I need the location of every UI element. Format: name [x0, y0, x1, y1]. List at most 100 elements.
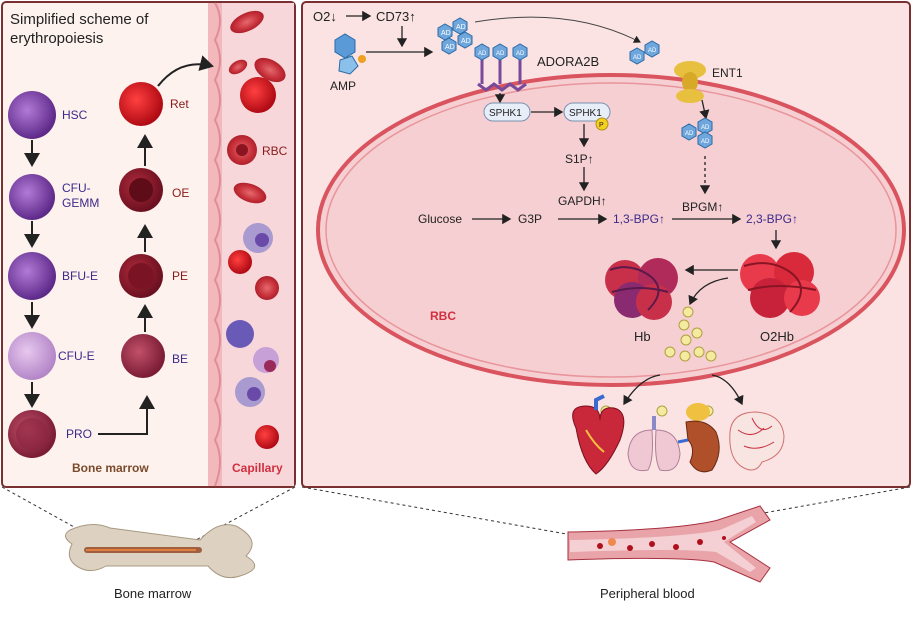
kidney-icon — [677, 403, 720, 473]
cfu-e-cell — [8, 332, 56, 380]
ad-label: AD — [445, 44, 455, 51]
ad-molecule — [644, 40, 660, 58]
capillary-reticulocyte — [240, 77, 276, 113]
cfu-gemm-cell — [9, 174, 55, 220]
arrow-to-brain — [711, 374, 744, 406]
hb-label: Hb — [634, 329, 651, 344]
adora2b-label: ADORA2B — [537, 54, 599, 69]
sphk1-p-label: SPHK1 — [569, 108, 602, 119]
ret-label: Ret — [170, 97, 189, 111]
cfu-e-label: CFU-E — [58, 349, 95, 363]
brain-icon — [729, 411, 785, 471]
blood-vessel-icon — [567, 505, 771, 583]
rbc-membrane-inner — [325, 82, 897, 378]
o2hb-label: O2Hb — [760, 329, 794, 344]
bone-marrow-region-label: Bone marrow — [72, 461, 149, 475]
capillary-leukocyte-nucleus — [255, 233, 269, 247]
amp-ribose-shape — [338, 55, 359, 75]
g3p-label: G3P — [518, 212, 542, 226]
gapdh-label: GAPDH↑ — [558, 194, 607, 208]
ad-label: AD — [478, 51, 487, 57]
bfu-e-label: BFU-E — [62, 269, 98, 283]
hsc-cell — [8, 91, 56, 139]
arrow-pro-be — [98, 395, 155, 435]
ad-label: AD — [648, 48, 657, 54]
capillary-rbc — [228, 59, 248, 75]
arrow-ent1-adenosine — [699, 99, 710, 120]
ad-label: AD — [701, 139, 710, 145]
pro-label: PRO — [66, 427, 92, 441]
lungs-icon — [627, 416, 681, 472]
phosphate-circle — [595, 117, 609, 131]
left-title-line1: Simplified scheme of — [10, 11, 149, 28]
hsc-label: HSC — [62, 108, 88, 122]
capillary-leukocyte — [226, 320, 254, 348]
ad-label: AD — [461, 38, 471, 45]
capillary-leukocyte-nucleus — [247, 387, 261, 401]
capillary-rbc — [228, 250, 252, 274]
capillary-region-label: Capillary — [232, 461, 283, 475]
oe-nucleus — [129, 178, 153, 202]
ent1-transporter — [674, 61, 706, 103]
capillary-rbc — [233, 182, 267, 204]
arrow-adenosine-ent1 — [474, 16, 641, 43]
arrow-to-heart — [623, 374, 661, 406]
zoom-line-right-1 — [301, 486, 601, 541]
o2-decrease-label: O2↓ — [313, 9, 337, 24]
capillary-rbc — [254, 57, 286, 83]
pro-nucleus — [16, 418, 48, 450]
arrow-o2-release — [688, 277, 729, 306]
ad-label: AD — [701, 125, 710, 131]
capillary-rbc — [255, 276, 279, 300]
adenosine-cluster-inside — [681, 117, 713, 149]
ent1-label: ENT1 — [712, 66, 743, 80]
amp-label: AMP — [330, 79, 356, 93]
capillary-rbc — [230, 10, 264, 34]
be-label: BE — [172, 352, 188, 366]
pe-nucleus — [128, 263, 154, 289]
rbc-membrane — [316, 73, 906, 387]
bone-marrow-caption: Bone marrow — [114, 586, 192, 601]
o2hb-protein — [740, 252, 820, 318]
bpgm-label: BPGM↑ — [682, 200, 723, 214]
ad-label: AD — [633, 55, 642, 61]
rbc-cell-label: RBC — [430, 309, 456, 323]
capillary-leukocyte-nucleus — [264, 360, 276, 372]
sphk1-p-box — [563, 102, 611, 122]
ad-label: AD — [441, 30, 451, 37]
ad-molecule — [629, 47, 645, 65]
cd73-label: CD73↑ — [376, 9, 416, 24]
oe-label: OE — [172, 186, 189, 200]
sphk1-box — [483, 102, 531, 122]
ad-label: AD — [685, 131, 694, 137]
amp-purine-shape — [334, 33, 356, 59]
o2-to-lung — [656, 405, 668, 417]
pe-label: PE — [172, 269, 188, 283]
capillary-rbc-label: RBC — [262, 144, 288, 158]
ad-label: AD — [496, 51, 505, 57]
capillary-rbc-center — [236, 144, 248, 156]
ad-label: AD — [456, 24, 466, 31]
ad-label: AD — [516, 51, 525, 57]
phosphate-label: P — [599, 122, 604, 129]
be-cell — [121, 334, 165, 378]
heart-icon — [572, 394, 625, 475]
bpg23-label: 2,3-BPG↑ — [746, 212, 798, 226]
s1p-label: S1P↑ — [565, 152, 594, 166]
endothelium-line — [213, 2, 221, 487]
left-title-line2: erythropoiesis — [10, 30, 103, 47]
peripheral-blood-caption: Peripheral blood — [600, 586, 695, 601]
cfu-gemm-label-2: GEMM — [62, 196, 99, 210]
bfu-e-cell — [8, 252, 56, 300]
hb-protein — [605, 258, 678, 320]
bpg13-label: 1,3-BPG↑ — [613, 212, 665, 226]
adora2b-receptors — [474, 43, 528, 92]
released-o2-molecules — [664, 306, 717, 362]
arrow-ret-capillary — [157, 55, 214, 87]
bone-icon — [65, 524, 256, 579]
sphk1-label: SPHK1 — [489, 108, 522, 119]
cfu-gemm-label-1: CFU- — [62, 181, 91, 195]
ret-cell — [119, 82, 163, 126]
